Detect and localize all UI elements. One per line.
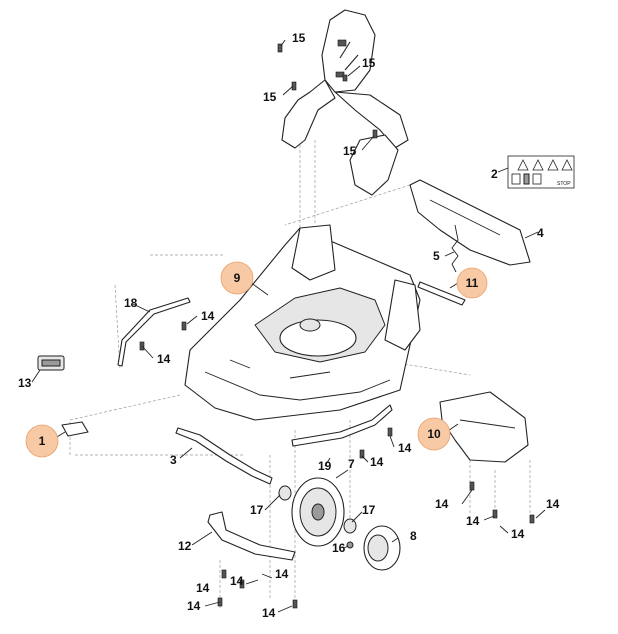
- callout-16: 16: [332, 541, 346, 555]
- callout-labels: 9 11 10 1 2 3 4 5 7 8 12 13 16 17 17 18 …: [18, 31, 560, 620]
- wheel-part: [291, 477, 345, 547]
- callout-14-e: 14: [435, 497, 449, 511]
- callout-4: 4: [537, 226, 544, 240]
- bushing-right: [343, 518, 357, 534]
- callout-17-right: 17: [362, 503, 376, 517]
- plate-part: [61, 421, 89, 437]
- axle-bar-part: [175, 427, 273, 485]
- callout-18: 18: [124, 296, 138, 310]
- callout-7: 7: [348, 457, 355, 471]
- callout-11: 11: [466, 276, 479, 290]
- callout-15-a: 15: [292, 31, 306, 45]
- highlight-9: [220, 261, 254, 295]
- highlight-circles: [25, 261, 488, 458]
- callout-17-left: 17: [250, 503, 264, 517]
- callout-14-a: 14: [201, 309, 215, 323]
- side-bar-part: [117, 297, 191, 367]
- rod-part: [417, 281, 466, 306]
- callout-9: 9: [234, 271, 241, 285]
- highlight-10: [417, 417, 451, 451]
- callout-12: 12: [178, 539, 192, 553]
- spring-part: [451, 224, 459, 273]
- callout-14-h: 14: [546, 497, 560, 511]
- callout-14-g: 14: [511, 527, 525, 541]
- callout-10: 10: [427, 427, 441, 441]
- callout-13: 13: [18, 376, 32, 390]
- warning-label: STOP: [507, 155, 575, 189]
- callout-15-b: 15: [263, 90, 277, 104]
- bushing-left: [278, 485, 292, 501]
- callout-2: 2: [491, 167, 498, 181]
- callout-14-c: 14: [398, 441, 412, 455]
- callout-1: 1: [39, 434, 46, 448]
- callout-15-d: 15: [343, 144, 357, 158]
- handle-assembly: [281, 9, 409, 196]
- callout-5: 5: [433, 249, 440, 263]
- callout-14-b: 14: [157, 352, 171, 366]
- highlight-11: [456, 267, 488, 299]
- bottom-bar-part: [291, 404, 393, 447]
- callout-19: 19: [318, 459, 332, 473]
- mower-deck: [184, 224, 421, 421]
- stop-text: STOP: [557, 181, 571, 187]
- callout-3: 3: [170, 453, 177, 467]
- callout-14-l: 14: [262, 606, 276, 620]
- small-label-part: [37, 355, 65, 371]
- callout-8: 8: [410, 529, 417, 543]
- leader-lines: [31, 39, 546, 613]
- callout-14-m: 14: [196, 581, 210, 595]
- hub-cap-part: [363, 525, 401, 571]
- highlight-1: [25, 424, 59, 458]
- callout-15-c: 15: [362, 56, 376, 70]
- nut-part: [346, 541, 354, 549]
- callout-14-k: 14: [187, 599, 201, 613]
- callout-14-d: 14: [370, 455, 384, 469]
- callout-14-f: 14: [466, 514, 480, 528]
- callout-14-j: 14: [275, 567, 289, 581]
- rear-flap: [409, 179, 531, 266]
- callout-14-i: 14: [230, 574, 244, 588]
- front-axle-part: [207, 511, 296, 561]
